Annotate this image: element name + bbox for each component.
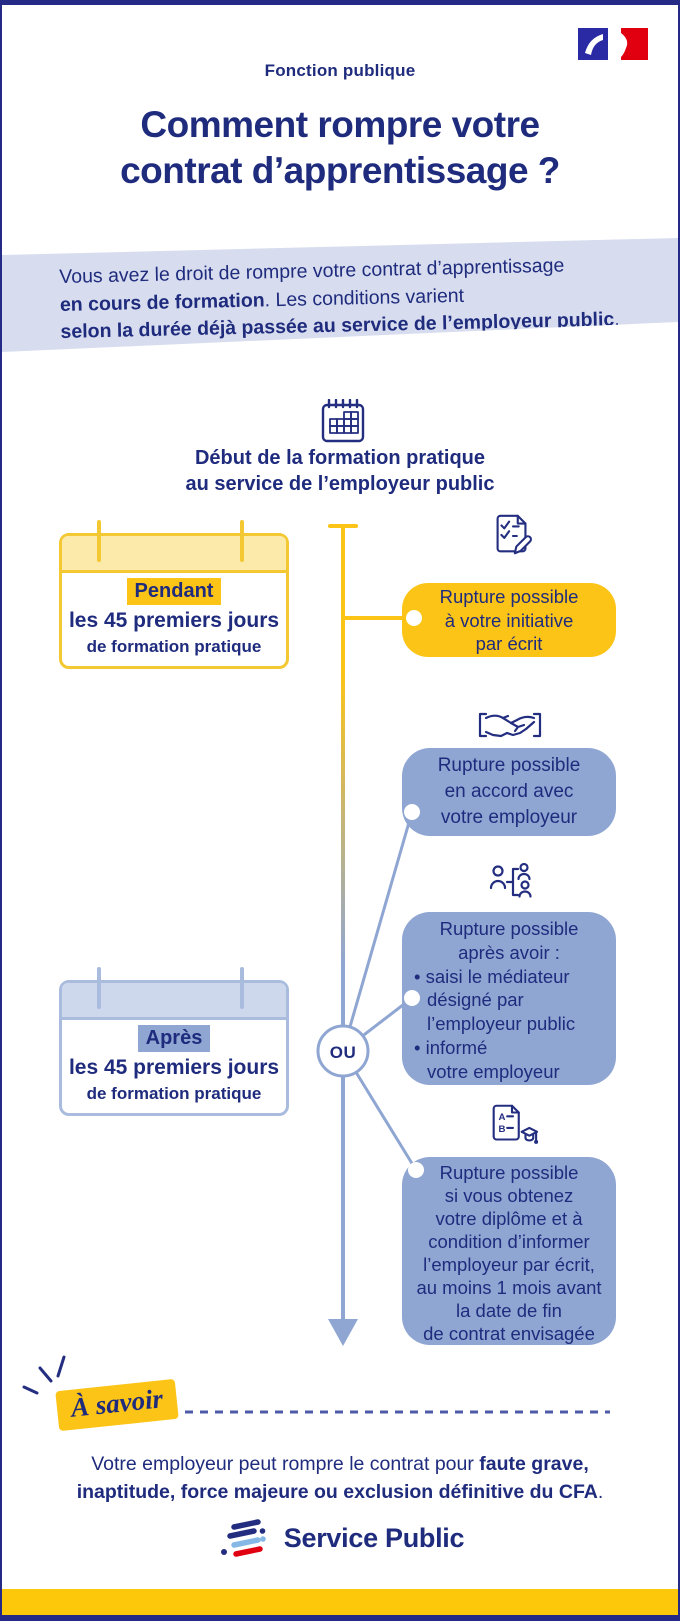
- page-title: Comment rompre votre contrat d’apprentis…: [2, 102, 678, 194]
- calendar-binding-tick: [97, 520, 101, 562]
- apres-line2: de formation pratique: [86, 1084, 262, 1103]
- outcome-line: Rupture possible: [439, 1162, 579, 1183]
- footer: Service Public: [2, 1515, 678, 1561]
- outcome-line: Rupture possible: [437, 755, 581, 776]
- pendant-highlight: Pendant: [126, 578, 222, 605]
- outcome-line: Rupture possible: [439, 586, 579, 607]
- brand-name: Service Public: [283, 1522, 465, 1553]
- page-title-line1: Comment rompre votre: [140, 104, 540, 145]
- note-text: Votre employeur peut rompre le contrat p…: [2, 1451, 678, 1506]
- outcome-line: après avoir :: [458, 941, 560, 963]
- ou-circle: [316, 1024, 370, 1078]
- outcome-line: de contrat envisagée: [423, 1323, 595, 1344]
- outcome-line: à votre initiative: [444, 609, 574, 631]
- diploma-icon: A B: [485, 1101, 539, 1151]
- timeline-start-line1: Début de la formation pratique: [194, 447, 486, 469]
- diploma-letter-b: B: [499, 1124, 506, 1135]
- pendant-line1: les 45 premiers jours: [68, 609, 280, 632]
- a-savoir-badge: À savoir: [55, 1378, 180, 1432]
- intro-band: Vous avez le droit de rompre votre contr…: [2, 238, 678, 352]
- note-bold2: inaptitude, force majeure ou exclusion d…: [76, 1480, 598, 1503]
- outcome-line: votre employeur: [440, 807, 578, 828]
- handshake-icon: [478, 707, 542, 743]
- outcome-line: par écrit: [475, 633, 543, 654]
- outcome-line: Rupture possible: [439, 918, 579, 939]
- outcome-line: condition d’informer: [428, 1231, 590, 1252]
- intro-line2-rest: . Les conditions varient: [264, 284, 465, 311]
- calendar-binding-tick: [240, 520, 244, 562]
- intro-line2-bold: en cours de formation: [59, 288, 265, 316]
- calendar-binding-tick: [97, 967, 101, 1009]
- outcome-diplome: Rupture possible si vous obtenez votre d…: [402, 1157, 616, 1345]
- french-flag-logo-icon: [578, 28, 648, 60]
- intro-text: Vous avez le droit de rompre votre contr…: [59, 250, 678, 347]
- diploma-letter-a: A: [499, 1112, 506, 1123]
- outcome-line: votre diplôme et à: [435, 1208, 583, 1229]
- outcome-line: • saisi le médiateur: [414, 965, 570, 987]
- outcome-line: si vous obtenez: [444, 1185, 574, 1206]
- outcome-line: l’employeur par écrit,: [423, 1254, 595, 1275]
- outcome-line: la date de fin: [456, 1300, 562, 1321]
- calendar-card-header: [62, 983, 286, 1020]
- outcome-line: l’employeur public: [427, 1013, 576, 1035]
- outcome-accord: Rupture possible en accord avec votre em…: [402, 748, 616, 836]
- note-start: Votre employeur peut rompre le contrat p…: [91, 1453, 480, 1475]
- outcome-line: désigné par: [427, 989, 524, 1011]
- outcome-mediateur: Rupture possible après avoir : • saisi l…: [402, 912, 616, 1085]
- calendar-binding-tick: [240, 967, 244, 1009]
- intro-line3-rest: .: [613, 308, 620, 331]
- note-bold1: faute grave,: [479, 1453, 589, 1475]
- note-end: .: [597, 1480, 604, 1503]
- service-public-logo-icon: [216, 1515, 274, 1561]
- outcome-line: votre employeur: [427, 1060, 560, 1082]
- bottom-yellow-bar: [2, 1589, 678, 1615]
- calendar-card-header: [62, 536, 286, 573]
- outcome-line: au moins 1 mois avant: [416, 1277, 602, 1298]
- timeline-start-label: Début de la formation pratique au servic…: [2, 445, 678, 497]
- card-apres-45-jours: Après les 45 premiers jours de formation…: [59, 967, 289, 1116]
- outcome-line: en accord avec: [444, 781, 574, 802]
- card-pendant-45-jours: Pendant les 45 premiers jours de formati…: [59, 520, 289, 669]
- written-notice-icon: [488, 511, 536, 561]
- pendant-line2: de formation pratique: [86, 637, 262, 656]
- timeline-arrowhead-icon: [328, 1319, 358, 1346]
- outcome-line: • informé: [414, 1036, 488, 1058]
- timeline-start-line2: au service de l’employeur public: [185, 473, 495, 495]
- page-title-line2: contrat d’apprentissage ?: [120, 150, 560, 191]
- kicker: Fonction publique: [264, 61, 416, 80]
- apres-highlight: Après: [137, 1025, 211, 1052]
- outcome-initiative: Rupture possible à votre initiative par …: [402, 583, 616, 657]
- apres-line1: les 45 premiers jours: [68, 1056, 280, 1079]
- spark-lines-icon: [22, 1355, 66, 1395]
- ou-label: OU: [330, 1043, 357, 1062]
- calendar-icon: [319, 399, 367, 445]
- mediator-people-icon: [489, 860, 535, 904]
